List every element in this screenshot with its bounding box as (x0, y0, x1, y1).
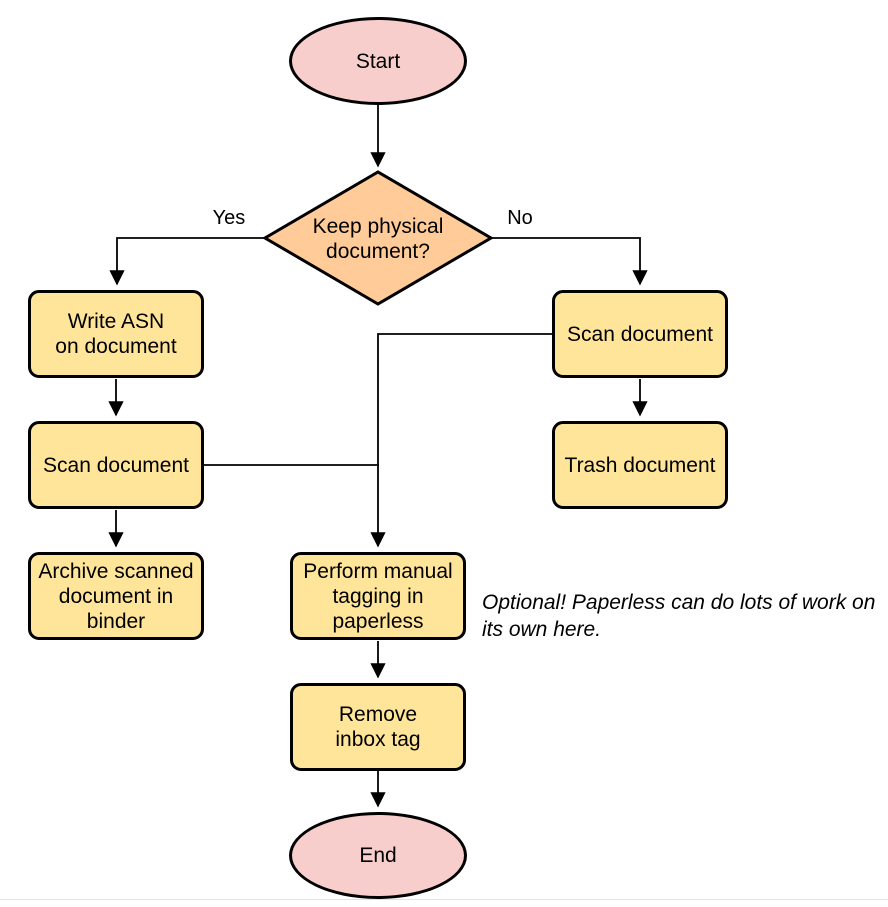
scan-document-left-node-label: Scan document (43, 453, 189, 477)
end-node: End (289, 812, 467, 899)
write-asn-node-label: Write ASN on document (55, 310, 177, 358)
scan-document-right-node-label: Scan document (567, 322, 713, 346)
manual-tagging-node-label: Perform manual tagging in paperless (303, 559, 453, 633)
optional-note: Optional! Paperless can do lots of work … (482, 591, 876, 641)
decision-diamond-shape (262, 170, 494, 306)
manual-tagging-node: Perform manual tagging in paperless (290, 552, 466, 640)
edge-scan-right-to-tagging (370, 333, 552, 548)
trash-document-node-label: Trash document (564, 453, 716, 477)
start-node-label: Start (355, 49, 401, 73)
remove-inbox-tag-node: Remove inbox tag (290, 683, 466, 771)
edge-label-no: No (507, 207, 533, 229)
remove-inbox-tag-node-label: Remove inbox tag (335, 703, 421, 751)
archive-node-label: Archive scanned document in binder (38, 559, 194, 633)
edge-decision-no-to-scan-right (491, 237, 648, 286)
trash-document-node: Trash document (552, 421, 728, 509)
end-node-label: End (359, 844, 397, 867)
archive-node: Archive scanned document in binder (28, 552, 204, 640)
scan-document-right-node: Scan document (552, 290, 728, 378)
edge-decision-yes-to-write-asn (109, 237, 265, 286)
write-asn-node: Write ASN on document (28, 290, 204, 378)
edge-label-yes: Yes (212, 207, 246, 229)
start-node: Start (289, 17, 467, 105)
decision-node-label: Keep physical document? (312, 215, 444, 263)
scan-document-left-node: Scan document (28, 421, 204, 509)
page-bottom-edge (0, 899, 888, 900)
